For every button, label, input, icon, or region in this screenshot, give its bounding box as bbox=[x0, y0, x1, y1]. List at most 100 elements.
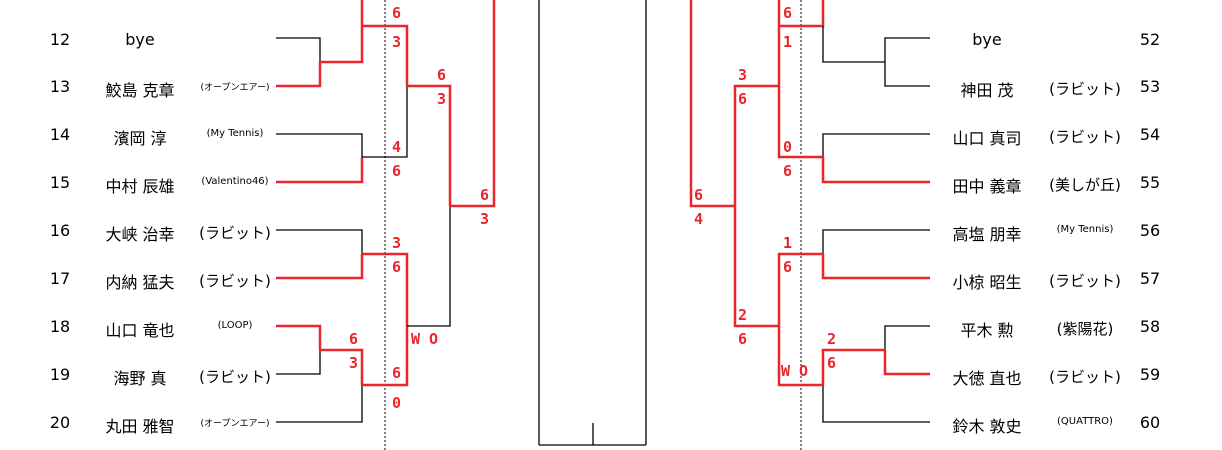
player-name: 中村 辰雄 bbox=[105, 177, 175, 196]
player-club: (美しが丘) bbox=[1049, 176, 1121, 194]
r-m5253-out bbox=[822, 26, 885, 63]
l-final-out bbox=[450, 0, 496, 208]
l-entry-14 bbox=[276, 133, 363, 157]
r-entry-56 bbox=[822, 229, 930, 254]
r-m5859-out bbox=[821, 348, 885, 385]
score-l-m1819-bot: 3 bbox=[349, 354, 359, 372]
r-entry-52 bbox=[884, 37, 930, 62]
l-r0-join bbox=[362, 24, 409, 86]
player-number: 14 bbox=[49, 125, 71, 144]
player-number: 17 bbox=[49, 269, 71, 288]
player-number: 12 bbox=[49, 30, 71, 49]
l-wo-out bbox=[407, 206, 451, 327]
player-number: 18 bbox=[49, 317, 71, 336]
score-r-top-bot: 1 bbox=[783, 33, 793, 51]
r-entry-58 bbox=[884, 325, 930, 350]
score-r-wo: W O bbox=[781, 362, 809, 380]
l-entry-17 bbox=[276, 254, 364, 280]
player-number: 13 bbox=[49, 77, 71, 96]
l-m20-out bbox=[362, 326, 409, 387]
r-entry-59 bbox=[883, 350, 930, 376]
score-r-m5657-top: 1 bbox=[783, 234, 793, 252]
l-entry-13 bbox=[276, 62, 322, 88]
l-r0-out bbox=[320, 26, 364, 64]
player-name: bye bbox=[972, 30, 1002, 49]
player-name: 山口 真司 bbox=[952, 129, 1022, 148]
score-l-r1-bot: 3 bbox=[437, 90, 447, 108]
player-name: 大峡 治幸 bbox=[105, 225, 175, 244]
l-entry-16 bbox=[276, 229, 363, 254]
player-name: 神田 茂 bbox=[960, 81, 1014, 100]
l-m1617-out bbox=[362, 252, 409, 326]
player-number: 53 bbox=[1139, 77, 1161, 96]
player-club: (My Tennis) bbox=[1056, 224, 1114, 235]
player-club: (ラビット) bbox=[199, 368, 271, 386]
player-number: 16 bbox=[49, 221, 71, 240]
score-l-wo: W O bbox=[411, 330, 439, 348]
score-l-r1-top: 6 bbox=[437, 66, 447, 84]
player-number: 58 bbox=[1139, 317, 1161, 336]
r-entry-57 bbox=[821, 254, 930, 280]
player-name: 丸田 雅智 bbox=[105, 417, 175, 436]
player-number: 52 bbox=[1139, 30, 1161, 49]
player-club: (ラビット) bbox=[1049, 272, 1121, 290]
player-name: 濱岡 淳 bbox=[113, 129, 167, 148]
r-m5455-out bbox=[777, 86, 823, 159]
player-name: 小椋 昭生 bbox=[952, 273, 1022, 292]
player-number: 57 bbox=[1139, 269, 1161, 288]
l-m1819-out bbox=[320, 348, 364, 385]
player-name: 大徳 直也 bbox=[952, 369, 1022, 388]
score-l-m1819-top: 6 bbox=[349, 330, 359, 348]
player-name: bye bbox=[125, 30, 155, 49]
player-club: (Valentino46) bbox=[201, 176, 269, 187]
player-name: 内納 猛夫 bbox=[105, 273, 175, 292]
player-number: 56 bbox=[1139, 221, 1161, 240]
l-entry-15 bbox=[276, 157, 364, 184]
player-club: (オープンエアー) bbox=[200, 83, 270, 93]
player-name: 山口 竜也 bbox=[105, 321, 175, 340]
r-m5657-out bbox=[777, 252, 823, 326]
player-number: 59 bbox=[1139, 365, 1161, 384]
r-entry-60 bbox=[822, 385, 930, 423]
r-entry-55 bbox=[821, 157, 930, 184]
score-l-m1415-bot: 6 bbox=[392, 162, 402, 180]
player-number: 19 bbox=[49, 365, 71, 384]
score-r-big-top: 6 bbox=[694, 186, 704, 204]
score-l-m20-top: 6 bbox=[392, 364, 402, 382]
player-name: 鈴木 敦史 bbox=[952, 417, 1022, 436]
l-m1415-out bbox=[362, 86, 408, 158]
score-r-m2-bot: 6 bbox=[738, 90, 748, 108]
score-l-m3-bot: 3 bbox=[480, 210, 490, 228]
player-club: (QUATTRO) bbox=[1057, 416, 1113, 427]
l-entry-19 bbox=[276, 350, 321, 375]
score-l-m3-top: 6 bbox=[480, 186, 490, 204]
score-r-m5455-bot: 6 bbox=[783, 162, 793, 180]
player-club: (ラビット) bbox=[199, 272, 271, 290]
score-r-m5455-top: 0 bbox=[783, 138, 793, 156]
score-l-r0-bot: 3 bbox=[392, 33, 402, 51]
player-club: (紫陽花) bbox=[1056, 320, 1114, 338]
player-club: (ラビット) bbox=[1049, 368, 1121, 386]
player-name: 海野 真 bbox=[113, 369, 167, 388]
player-club: (ラビット) bbox=[1049, 80, 1121, 98]
score-l-m1617-top: 3 bbox=[392, 234, 402, 252]
score-r-m5859-bot: 6 bbox=[827, 354, 837, 372]
player-number: 60 bbox=[1139, 413, 1161, 432]
score-r-big-bot: 4 bbox=[694, 210, 704, 228]
player-name: 高塩 朋幸 bbox=[952, 225, 1022, 244]
score-l-m1617-bot: 6 bbox=[392, 258, 402, 276]
score-r-m5657-bot: 6 bbox=[783, 258, 793, 276]
player-club: (オープンエアー) bbox=[200, 419, 270, 429]
player-club: (LOOP) bbox=[217, 320, 253, 331]
player-number: 20 bbox=[49, 413, 71, 432]
player-name: 田中 義章 bbox=[952, 177, 1022, 196]
score-r-top-top: 6 bbox=[783, 4, 793, 22]
r-top-line bbox=[777, 0, 825, 28]
score-r-m4-top: 2 bbox=[738, 306, 748, 324]
player-name: 鮫島 克章 bbox=[105, 81, 175, 100]
r-m2-out bbox=[733, 84, 779, 206]
r-entry-54 bbox=[822, 133, 930, 157]
l-r2-out bbox=[407, 84, 452, 206]
